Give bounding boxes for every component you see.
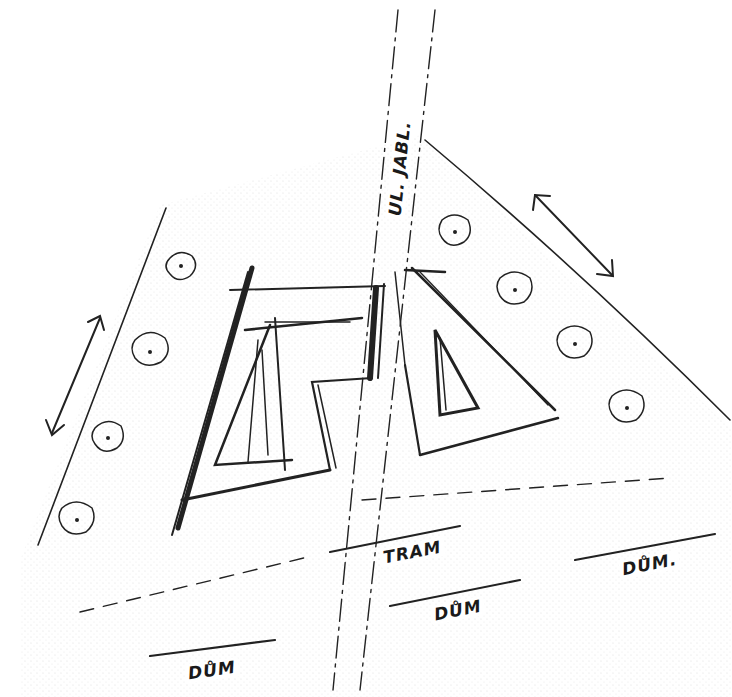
- sketch-lines: [38, 10, 730, 690]
- tram-line: [80, 478, 670, 612]
- building-outline: [395, 268, 558, 455]
- road-edge: [425, 140, 730, 420]
- street-line: [333, 10, 435, 690]
- traffic-arrow: [46, 195, 613, 435]
- building-outline: [172, 268, 385, 535]
- ground-stipple: [20, 135, 732, 697]
- house-line: [150, 526, 715, 656]
- road-edge: [38, 208, 166, 545]
